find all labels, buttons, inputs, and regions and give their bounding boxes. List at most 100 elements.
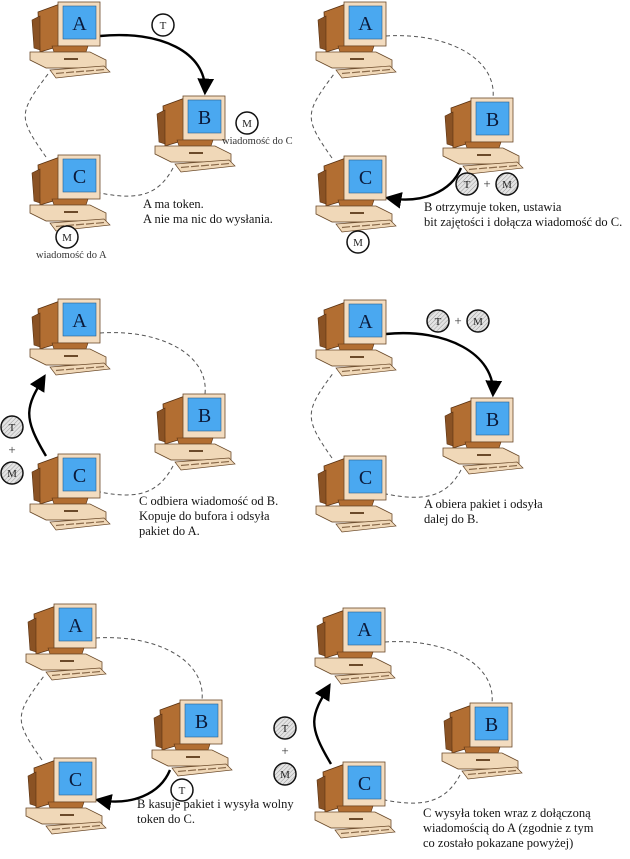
screen — [58, 761, 93, 796]
node-label: B — [198, 107, 211, 129]
node-label: C — [359, 167, 372, 189]
computer-b: B — [154, 393, 236, 471]
token-t-icon: T — [426, 309, 450, 333]
computer-b: B — [441, 702, 523, 780]
node-label: B — [486, 409, 499, 431]
caption-line: B otrzymuje token, ustawia — [424, 200, 562, 214]
panel-1-caption: A ma token. A nie ma nic do wysłania. — [143, 197, 273, 227]
svg-text:M: M — [502, 179, 512, 191]
ring-segment-b-c — [99, 465, 174, 496]
computer-c: C — [314, 761, 396, 839]
arrow-a-to-b — [385, 331, 503, 398]
svg-text:M: M — [473, 316, 483, 328]
svg-text:T: T — [160, 20, 167, 32]
panel-2: A B C T M + M — [310, 1, 524, 254]
panel-3: A B C T M + — [0, 298, 236, 531]
ring-segment-a-b — [384, 641, 493, 704]
panel-4: A B C T M + — [310, 299, 524, 533]
node-label: A — [357, 619, 372, 641]
node-label: C — [73, 465, 86, 487]
computer-c: C — [315, 455, 397, 533]
token-t-icon: T — [151, 13, 175, 37]
node-label: A — [358, 13, 373, 35]
caption-line: wiadomością do A (zgodnie z tym — [423, 821, 594, 835]
caption-line: token do C. — [137, 812, 195, 826]
arrow-b-to-c — [94, 769, 172, 811]
node-label: B — [195, 711, 208, 733]
ring-segment-b-c — [385, 469, 462, 498]
token-m-icon: M — [466, 309, 490, 333]
panel-6: A B C T M + — [273, 607, 523, 839]
screen — [348, 5, 383, 40]
svg-text:M: M — [7, 468, 17, 480]
caption-line: A obiera pakiet i odsyła — [424, 497, 543, 511]
computer-c: C — [315, 155, 397, 233]
svg-text:M: M — [353, 237, 363, 249]
computer-c: C — [29, 154, 111, 232]
arrow-c-to-a — [313, 683, 333, 765]
screen — [58, 607, 93, 642]
plus-sign: + — [281, 743, 288, 758]
node-label: A — [72, 310, 87, 332]
message-m-icon: M — [346, 230, 370, 254]
arrow-a-to-b — [99, 33, 215, 96]
token-t-icon: T — [170, 778, 194, 802]
caption-line: co zostało pokazane powyżej) — [423, 836, 574, 850]
token-m-icon: M — [273, 762, 297, 786]
plus-sign: + — [454, 313, 461, 328]
caption-line: Kopuje do bufora i odsyła — [139, 509, 270, 523]
node-label: A — [68, 615, 83, 637]
ring-segment-a-b — [99, 332, 206, 395]
node-label: B — [486, 109, 499, 131]
token-t-icon: T — [0, 415, 24, 439]
caption-line: pakiet do A. — [139, 524, 200, 538]
screen — [348, 159, 383, 194]
computer-b: B — [442, 97, 524, 175]
computer-b: B — [442, 397, 524, 475]
computer-a: A — [315, 1, 397, 79]
panel-3-caption: C odbiera wiadomość od B. Kopuje do bufo… — [139, 494, 278, 539]
computer-b: B — [151, 699, 233, 777]
node-label: A — [358, 311, 373, 333]
screen — [474, 706, 509, 741]
plus-sign: + — [8, 442, 15, 457]
ring-segment-c-a — [24, 73, 49, 158]
computer-a: A — [29, 1, 111, 79]
caption-line: C wysyła token wraz z dołączoną — [423, 806, 591, 820]
panel-5: A B C T — [20, 603, 233, 835]
ring-segment-b-c — [99, 167, 174, 197]
panel-5-caption: B kasuje pakiet i wysyła wolny token do … — [137, 797, 294, 827]
computer-c: C — [29, 453, 111, 531]
token-m-icon: M — [0, 461, 24, 485]
computer-b: B — [154, 95, 236, 173]
plus-sign: + — [483, 176, 490, 191]
message-m-icon: M — [55, 225, 79, 249]
caption-line: C odbiera wiadomość od B. — [139, 494, 279, 508]
ring-segment-a-b — [385, 35, 494, 99]
screen — [62, 5, 97, 40]
panel-4-caption: A obiera pakiet i odsyła dalej do B. — [424, 497, 543, 527]
screen — [475, 401, 510, 436]
screen — [348, 459, 383, 494]
caption-line: A nie ma nic do wysłania. — [143, 212, 273, 226]
node-label: C — [73, 166, 86, 188]
ring-segment-a-b — [95, 637, 203, 701]
token-t-icon: T — [273, 716, 297, 740]
screen — [184, 703, 219, 738]
token-m-icon: M — [495, 172, 519, 196]
screen — [347, 611, 382, 646]
node-label: C — [69, 769, 82, 791]
svg-text:M: M — [242, 118, 252, 130]
screen — [348, 303, 383, 338]
node-label: C — [358, 773, 371, 795]
svg-text:T: T — [435, 316, 442, 328]
screen — [62, 158, 97, 193]
svg-text:M: M — [280, 769, 290, 781]
svg-text:T: T — [179, 785, 186, 797]
svg-text:T: T — [9, 422, 16, 434]
svg-text:T: T — [464, 179, 471, 191]
screen — [347, 765, 382, 800]
ring-segment-b-c — [384, 774, 461, 804]
svg-text:T: T — [282, 723, 289, 735]
